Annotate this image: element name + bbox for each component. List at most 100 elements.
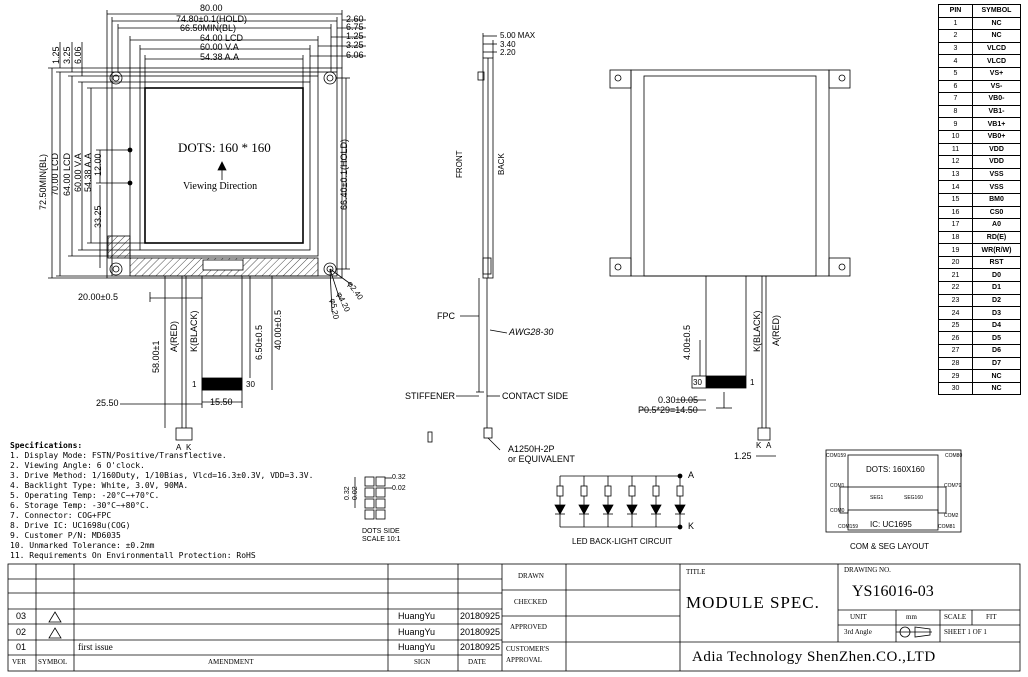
dim-2-20: 2.20 [500, 48, 516, 57]
dots-side-label: DOTS SIDE [362, 528, 400, 535]
dim-lcd-width: 64.00 LCD [200, 33, 244, 43]
dim-max-thickness: 5.00 MAX [500, 31, 536, 40]
title-block-lines [7, 563, 1021, 672]
pin-symbol: D6 [972, 344, 1021, 358]
footer-ver: VER [12, 658, 26, 666]
pin-symbol: VB0+ [972, 129, 1021, 144]
pin-number: 21 [938, 268, 973, 283]
back-label: BACK [497, 153, 506, 175]
com-seg-ic: IC: UC1695 [870, 520, 912, 529]
pin-number: 20 [938, 255, 973, 270]
pin-symbol: VSS [972, 167, 1021, 182]
rev-ver-01: 01 [16, 642, 27, 652]
pin-number: 2 [938, 29, 973, 43]
back-fpc-pin-30: 30 [693, 378, 702, 387]
pin-number: 6 [938, 79, 973, 94]
pin-number: 9 [938, 117, 973, 131]
dim-right-3: 1.25 [346, 31, 364, 41]
dim-lcd-height: 64.00 LCD [62, 152, 72, 196]
dim-right-5: 6.06 [346, 50, 364, 60]
rev-date-03: 20180925 [460, 611, 501, 621]
pin-number: 30 [938, 381, 973, 396]
pin-symbol: VLCD [972, 54, 1021, 68]
pin-symbol: VDD [972, 142, 1021, 157]
dim-right-4: 3.25 [346, 40, 364, 50]
front-label: FRONT [455, 150, 464, 178]
pin-number: 19 [938, 243, 973, 257]
pin-number: 7 [938, 92, 973, 106]
dim-lcd-height-outer: 70.00 LCD [50, 152, 60, 196]
checked-label: CHECKED [514, 598, 548, 606]
pin-symbol: NC [972, 381, 1021, 396]
footer-symbol: SYMBOL [38, 658, 68, 666]
pin-symbol: VB1+ [972, 117, 1021, 131]
pin-number: 12 [938, 155, 973, 169]
pin-symbol: VS- [972, 79, 1021, 94]
pin-symbol: VSS [972, 180, 1021, 194]
dim-back-1-25: 1.25 [734, 451, 752, 461]
pin-number: 27 [938, 344, 973, 358]
spec-item: 1. Display Mode: FSTN/Positive/Transflec… [10, 451, 227, 460]
dim-fpc-offset: 20.00±0.5 [78, 292, 118, 302]
pin-symbol: A0 [972, 218, 1021, 232]
sheet-label: SHEET 1 OF 1 [944, 628, 987, 636]
pin-number: 18 [938, 230, 973, 245]
dim-back-4-00: 4.00±0.5 [682, 325, 692, 360]
com-label: COM2 [944, 513, 959, 519]
specifications: Specifications: 1. Display Mode: FSTN/Po… [10, 441, 313, 561]
dim-va-height: 60.00 V.A [73, 153, 83, 192]
spec-item: 7. Connector: COG+FPC [10, 511, 112, 520]
pin-number: 22 [938, 281, 973, 295]
dim-aa-width: 54.38 A.A [200, 52, 240, 62]
drawing-title: MODULE SPEC. [686, 593, 820, 612]
pin-number: 10 [938, 129, 973, 144]
dim-wire-58: 58.00±1 [151, 340, 161, 373]
footer-date: DATE [468, 658, 486, 666]
pin-symbol: D0 [972, 268, 1021, 283]
dim-hole-width: 74.80±0.1(HOLD) [176, 14, 247, 24]
fpc-pin-30: 30 [246, 380, 255, 389]
connector-part-callout: A1250H-2P [508, 444, 555, 454]
dim-hole-height: 66.40±0.1(HOLD) [339, 139, 349, 210]
back-wire-red: A(RED) [771, 315, 781, 346]
pin-number: 25 [938, 318, 973, 333]
equivalent-callout: or EQUIVALENT [508, 454, 575, 464]
spec-item: 2. Viewing Angle: 6 O'clock. [10, 461, 145, 470]
pin-symbol: RD(E) [972, 230, 1021, 245]
wire-label-black: K(BLACK) [189, 310, 199, 352]
front-view-outline [106, 67, 343, 279]
pin-number: 11 [938, 142, 973, 157]
scale-label: SCALE [944, 613, 967, 621]
viewing-direction-label: Viewing Direction [183, 181, 258, 192]
connector-a: A [176, 443, 182, 452]
spec-item: 6. Storage Temp: -30°C~+80°C. [10, 501, 150, 510]
led-anode-label: A [688, 470, 695, 480]
spec-item: 3. Drive Method: 1/160Duty, 1/10Bias, Vl… [10, 471, 314, 480]
dim-fpc-40: 40.00±0.5 [273, 310, 283, 350]
com-label: COM0 [830, 508, 845, 514]
dots-side-grid [354, 476, 392, 520]
pin-number: 4 [938, 54, 973, 68]
back-fpc-pin-1: 1 [750, 378, 755, 387]
pin-header: PIN [938, 4, 973, 18]
